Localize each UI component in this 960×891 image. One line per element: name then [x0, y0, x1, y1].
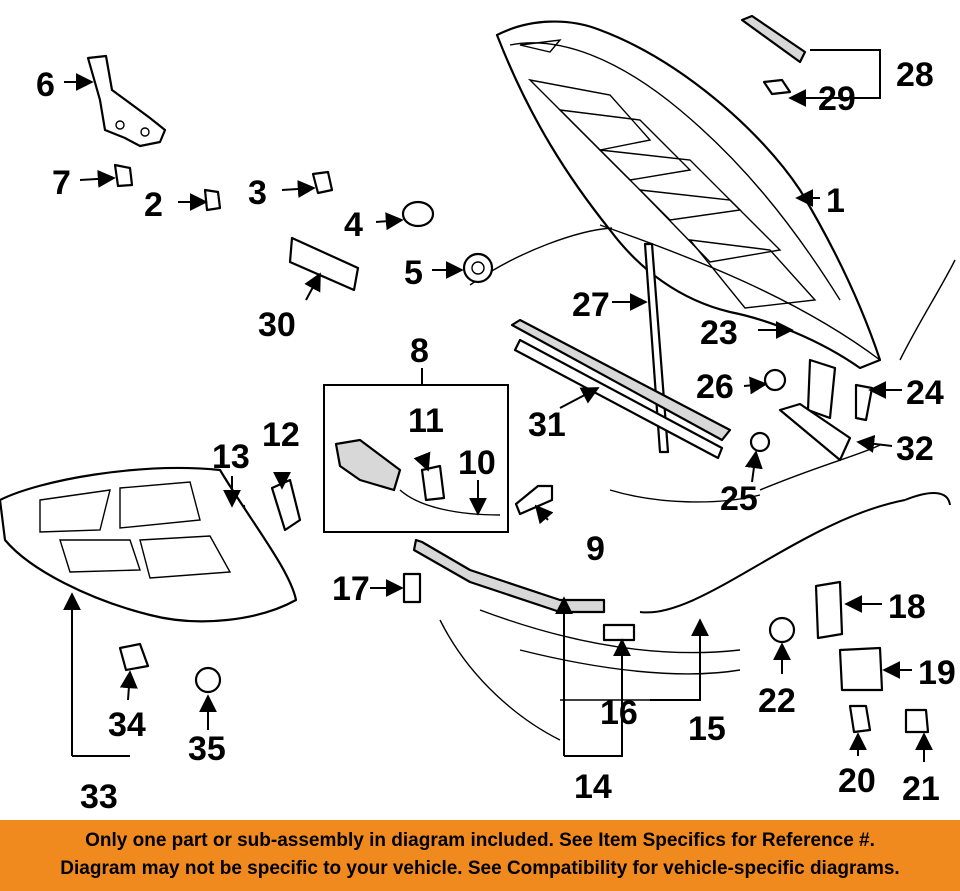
callout-21: 21 — [902, 770, 940, 808]
disclaimer-line-2: Diagram may not be specific to your vehi… — [60, 858, 900, 879]
nut-25 — [749, 431, 771, 453]
callout-29: 29 — [818, 80, 856, 118]
callout-12: 12 — [262, 416, 300, 454]
bumper-5 — [462, 252, 494, 284]
callout-labels: 1 2 3 4 5 6 7 8 9 10 11 12 13 14 15 16 1… — [36, 56, 956, 816]
hood-seal-clip — [762, 78, 792, 96]
callout-34: 34 — [108, 706, 146, 744]
part-22 — [768, 616, 796, 644]
part-19 — [838, 646, 884, 692]
part-18 — [814, 580, 844, 640]
leader-lines — [63, 49, 933, 762]
part-34 — [118, 642, 150, 672]
bracket-32 — [778, 402, 852, 462]
hood-seal-strip — [740, 14, 807, 64]
bolt-2 — [203, 188, 222, 212]
callout-6: 6 — [36, 66, 55, 104]
hood-parts-diagram: 1 2 3 4 5 6 7 8 9 10 11 12 13 14 15 16 1… — [0, 14, 956, 816]
callout-25: 25 — [720, 480, 758, 518]
hood-hinge — [86, 54, 167, 148]
callout-10: 10 — [458, 444, 496, 482]
hood-panel — [495, 20, 882, 370]
hood-seal-31 — [510, 318, 732, 460]
part-21 — [904, 708, 930, 734]
latch-assembly-box — [323, 384, 509, 533]
callout-13: 13 — [212, 438, 250, 476]
callout-24: 24 — [906, 374, 944, 412]
callout-7: 7 — [52, 164, 71, 202]
release-cable — [639, 492, 951, 614]
part-35 — [194, 666, 222, 694]
callout-4: 4 — [344, 206, 363, 244]
bolt-9 — [514, 484, 554, 516]
callout-27: 27 — [572, 286, 610, 324]
callout-3: 3 — [248, 174, 267, 212]
callout-30: 30 — [258, 306, 296, 344]
callout-19: 19 — [918, 654, 956, 692]
bolt-7 — [113, 163, 134, 188]
callout-35: 35 — [188, 730, 226, 768]
callout-16: 16 — [600, 694, 638, 732]
callout-8: 8 — [410, 332, 429, 370]
bracket-12 — [270, 478, 302, 532]
part-20 — [848, 704, 872, 734]
callout-14: 14 — [574, 768, 612, 806]
callout-22: 22 — [758, 682, 796, 720]
callout-20: 20 — [838, 762, 876, 800]
grommet-26 — [763, 368, 787, 392]
callout-28: 28 — [896, 56, 934, 94]
disclaimer-banner: Only one part or sub-assembly in diagram… — [0, 820, 960, 891]
callout-18: 18 — [888, 588, 926, 626]
callout-26: 26 — [696, 368, 734, 406]
bolt-3 — [311, 170, 334, 195]
body-outline-lines — [439, 227, 956, 741]
callout-5: 5 — [404, 254, 423, 292]
clip-17 — [402, 572, 422, 604]
disclaimer-line-1: Only one part or sub-assembly in diagram… — [85, 830, 875, 851]
bracket-23 — [806, 358, 837, 420]
callout-15: 15 — [688, 710, 726, 748]
callout-11: 11 — [408, 402, 444, 440]
bumper-4 — [401, 200, 435, 228]
callout-32: 32 — [896, 430, 934, 468]
callout-31: 31 — [528, 406, 566, 444]
callout-33: 33 — [80, 778, 118, 816]
callout-1: 1 — [826, 182, 845, 220]
bolt-24 — [854, 383, 874, 422]
hood-insulator — [0, 466, 298, 623]
callout-2: 2 — [144, 186, 163, 224]
release-handle — [412, 538, 636, 642]
callout-17: 17 — [332, 570, 370, 608]
label-30 — [288, 236, 360, 292]
callout-23: 23 — [700, 314, 738, 352]
callout-9: 9 — [586, 530, 605, 568]
